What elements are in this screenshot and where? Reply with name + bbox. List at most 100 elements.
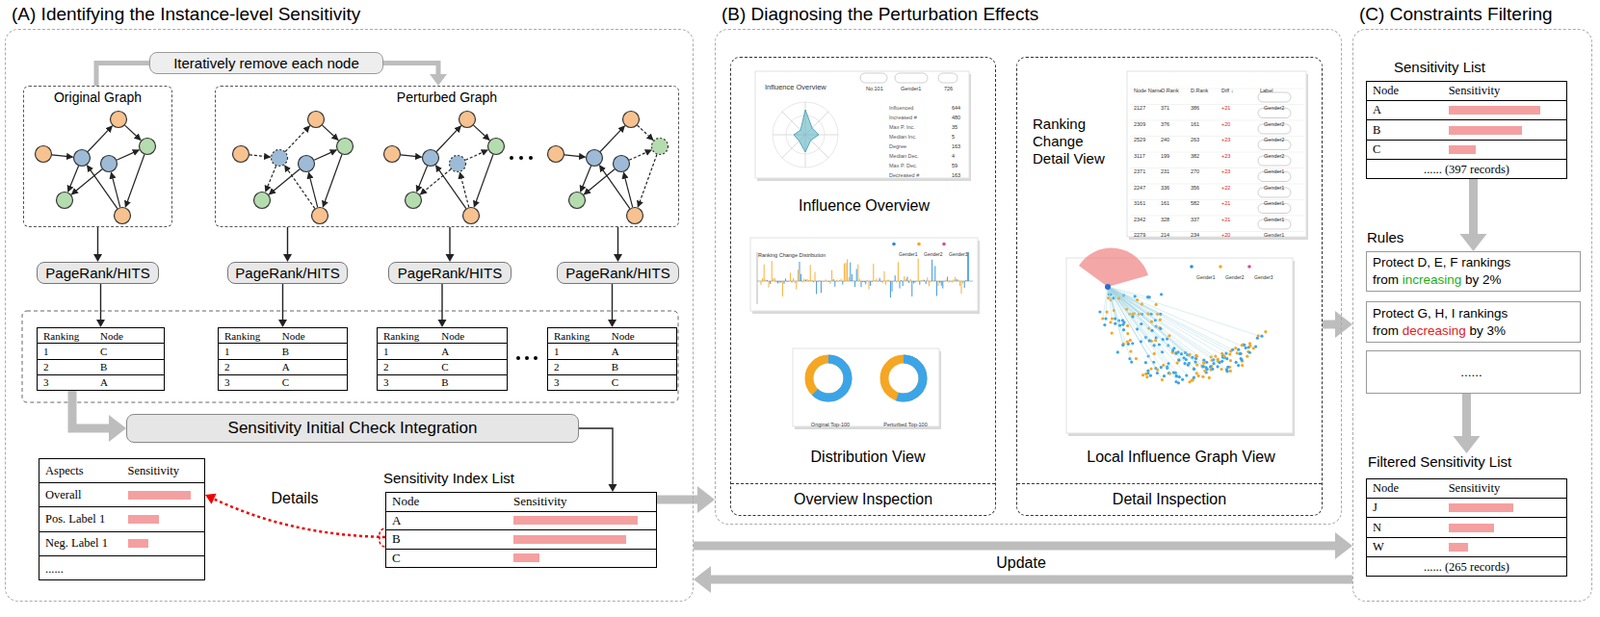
graph-dot bbox=[1155, 371, 1159, 375]
chart-bar bbox=[780, 281, 782, 284]
panel-title: (A) Identifying the Instance-level Sensi… bbox=[11, 3, 361, 26]
screenshot-text: Gender2 bbox=[1263, 121, 1285, 128]
table-row: J bbox=[1366, 498, 1567, 518]
block-arrow bbox=[1468, 179, 1478, 236]
table-node: Sensitivity Index ListNodeSensitivityABC bbox=[385, 492, 657, 569]
arrow-line bbox=[441, 284, 443, 321]
screenshot-text-box: Gender3 bbox=[948, 242, 968, 261]
graph-edge bbox=[1107, 287, 1218, 362]
graph-dot bbox=[1104, 310, 1108, 314]
graph-dot bbox=[1141, 373, 1145, 377]
screenshot-text: 2529 bbox=[1133, 136, 1146, 143]
screenshot-text: Gender1 bbox=[1263, 232, 1285, 238]
graph-dot bbox=[1126, 340, 1129, 343]
graph-edge bbox=[52, 155, 74, 158]
screenshot-text: Gender1 bbox=[1196, 274, 1215, 281]
cell-text: 2 bbox=[553, 361, 560, 373]
legend-dot bbox=[1218, 264, 1223, 269]
chart-bar bbox=[957, 280, 959, 282]
graph-dot bbox=[1113, 322, 1117, 326]
graph-dot bbox=[1126, 324, 1129, 328]
table-row: Overall bbox=[39, 482, 205, 507]
graph-dot bbox=[1186, 364, 1190, 368]
screenshot-text: Node Name bbox=[1133, 87, 1162, 94]
graph-dot bbox=[1236, 364, 1240, 368]
chart-bar bbox=[887, 280, 889, 282]
graph-dot bbox=[1129, 361, 1133, 365]
screenshot-text: 2279 bbox=[1133, 232, 1146, 238]
graph-dot bbox=[1167, 334, 1171, 338]
table-cell bbox=[122, 491, 206, 500]
graph-edge bbox=[1107, 287, 1180, 361]
graph-dot bbox=[1240, 364, 1244, 368]
table-cell: C bbox=[276, 376, 347, 389]
chart-bar bbox=[776, 281, 778, 283]
cell-text: N bbox=[1372, 521, 1382, 536]
table-cell: 3 bbox=[548, 376, 606, 389]
chart-bar bbox=[951, 281, 953, 283]
screenshot-text-box: 2309 bbox=[1133, 112, 1146, 131]
screenshot-text: 376 bbox=[1160, 121, 1170, 128]
table-cell: Ranking bbox=[218, 330, 277, 342]
graph-dot bbox=[1150, 329, 1154, 333]
graph-edge bbox=[1107, 287, 1228, 370]
cell-text: ...... bbox=[45, 562, 64, 577]
table-row: C bbox=[386, 549, 656, 569]
connector bbox=[383, 63, 439, 77]
cell-text: A bbox=[441, 345, 449, 358]
chart-bar bbox=[872, 263, 874, 282]
screenshot-text-box: 726 bbox=[944, 77, 953, 95]
chart-bar bbox=[915, 281, 917, 284]
chart-bar bbox=[813, 281, 814, 283]
graph-node bbox=[449, 156, 467, 173]
cell-text: Pos. Label 1 bbox=[45, 512, 105, 527]
graph-edge bbox=[629, 150, 652, 160]
graph-edge bbox=[417, 165, 428, 192]
graph-dot bbox=[1101, 316, 1104, 320]
table-cell: Ranking bbox=[377, 330, 436, 342]
graph-dot bbox=[1122, 328, 1126, 332]
chart-bar bbox=[903, 276, 905, 282]
cell-text: Overall bbox=[45, 488, 81, 503]
table-cell: Sensitivity bbox=[1442, 481, 1567, 497]
cell-text: Ranking bbox=[224, 330, 261, 342]
table-cell: Sensitivity bbox=[507, 494, 656, 510]
arrow-head bbox=[438, 319, 447, 328]
legend-dot bbox=[1189, 264, 1194, 269]
graph-edge bbox=[68, 165, 79, 192]
graph-dot bbox=[1233, 346, 1237, 350]
cell-text: B bbox=[282, 345, 289, 358]
graph-dot bbox=[1139, 322, 1143, 326]
screenshot-text-box: Gender2 bbox=[1263, 144, 1285, 162]
cell-text: Sensitivity bbox=[1448, 481, 1500, 497]
table-cell: 3 bbox=[377, 376, 436, 389]
table-row: A bbox=[386, 511, 656, 531]
table-cell: J bbox=[1366, 500, 1443, 516]
table-cell: Overall bbox=[39, 488, 123, 503]
connector bbox=[1466, 393, 1468, 438]
caption: Local Influence Graph View bbox=[1086, 448, 1275, 466]
table-row: ...... bbox=[39, 555, 205, 580]
arrow-head bbox=[608, 484, 618, 493]
donut bbox=[884, 359, 923, 398]
screenshot-text-box: 2342 bbox=[1133, 208, 1146, 226]
legend-dot bbox=[891, 242, 896, 247]
screenshot-text: 371 bbox=[1160, 104, 1170, 111]
graph-dot bbox=[1245, 355, 1249, 359]
chart-bar bbox=[865, 281, 866, 285]
chart-bar bbox=[908, 281, 910, 284]
graph-node bbox=[337, 138, 354, 156]
screenshot-text-box: +21 bbox=[1221, 96, 1231, 114]
box-text: PageRank/HITS bbox=[565, 264, 670, 282]
graph-edge bbox=[1107, 287, 1212, 367]
graph-dot bbox=[1113, 316, 1117, 320]
sensitivity-bar bbox=[128, 539, 150, 549]
table-cell: ...... bbox=[39, 559, 205, 578]
sensitivity-bar bbox=[513, 535, 627, 545]
panel-node: (A) Identifying the Instance-level Sensi… bbox=[4, 28, 694, 603]
graph-edge bbox=[1107, 287, 1183, 380]
sub-title: Original Graph bbox=[24, 88, 172, 106]
chart-bar bbox=[845, 262, 847, 282]
screenshot-frame bbox=[750, 237, 978, 312]
graph-node bbox=[254, 192, 271, 210]
